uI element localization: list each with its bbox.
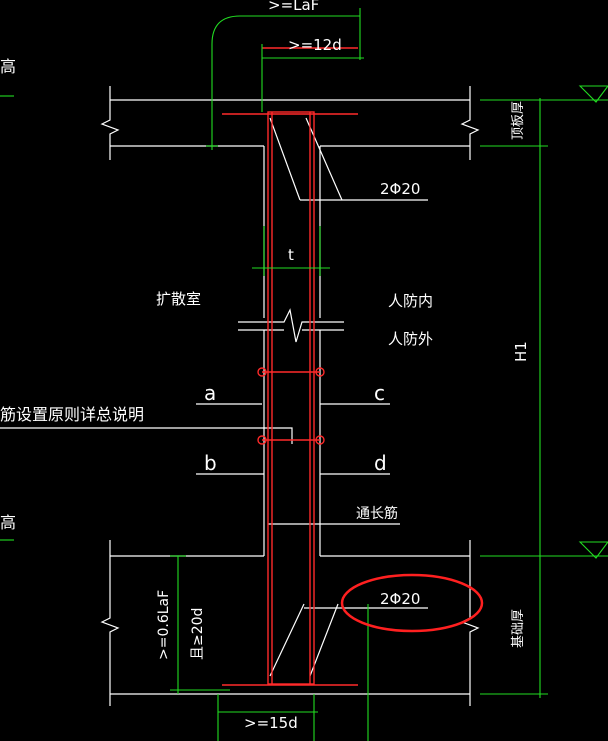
label-a: a [204, 381, 216, 405]
top-diagonal-left [269, 117, 301, 201]
label-b: b [204, 451, 217, 475]
label-d: d [374, 451, 387, 475]
tie-hook [257, 435, 267, 445]
bottom-diagonal-left [269, 603, 305, 677]
break-line [238, 308, 344, 343]
bottom-bars-label: 2Φ20 [380, 590, 420, 608]
top-slab-right-end [460, 86, 480, 160]
tie-hook [257, 367, 267, 377]
top-slab-left-end [100, 86, 120, 160]
top-bars-label: 2Φ20 [380, 180, 420, 198]
dim-t-text: t [288, 246, 294, 264]
tie-hook [315, 435, 325, 445]
top-diagonal-right [305, 117, 343, 201]
elevation-mark-bottom [578, 541, 608, 559]
label-c: c [374, 381, 385, 405]
right-inside-label: 人防内 [388, 292, 433, 310]
left-height-top: 高 [0, 57, 16, 76]
note-label: 筋设置原则详总说明 [0, 405, 144, 424]
text-labels: >=LaF >=12d t >=15d H1 >=0.6LaF 且≥20d 顶板… [0, 0, 530, 732]
leader-note [0, 427, 293, 444]
tie-hook [315, 367, 325, 377]
dim-06laf-text: >=0.6LaF [156, 590, 172, 660]
elevation-mark-top [578, 85, 608, 103]
laf-dimension [211, 15, 360, 150]
bottom-slab-label: 基础厚 [511, 609, 526, 648]
through-bar-label: 通长筋 [356, 505, 398, 522]
wall-rebar-cage [267, 111, 315, 685]
dimension-lines [0, 8, 608, 741]
concrete-outline [0, 86, 480, 706]
dim-12d-text: >=12d [288, 36, 342, 54]
left-height-bottom: 高 [0, 513, 16, 532]
right-outside-label: 人防外 [388, 330, 433, 348]
dim-15d-text: >=15d [244, 714, 298, 732]
dim-h1-text: H1 [512, 341, 530, 362]
top-slab-label: 顶板厚 [511, 101, 526, 140]
bottom-slab-right-end [460, 540, 480, 706]
dim-laf-text: >=LaF [268, 0, 319, 14]
rebar [222, 47, 358, 686]
left-room-label: 扩散室 [156, 290, 201, 308]
highlight-ellipse [340, 573, 484, 633]
dim-20d-text: 且≥20d [190, 608, 206, 660]
bottom-slab-left-end [100, 540, 120, 706]
